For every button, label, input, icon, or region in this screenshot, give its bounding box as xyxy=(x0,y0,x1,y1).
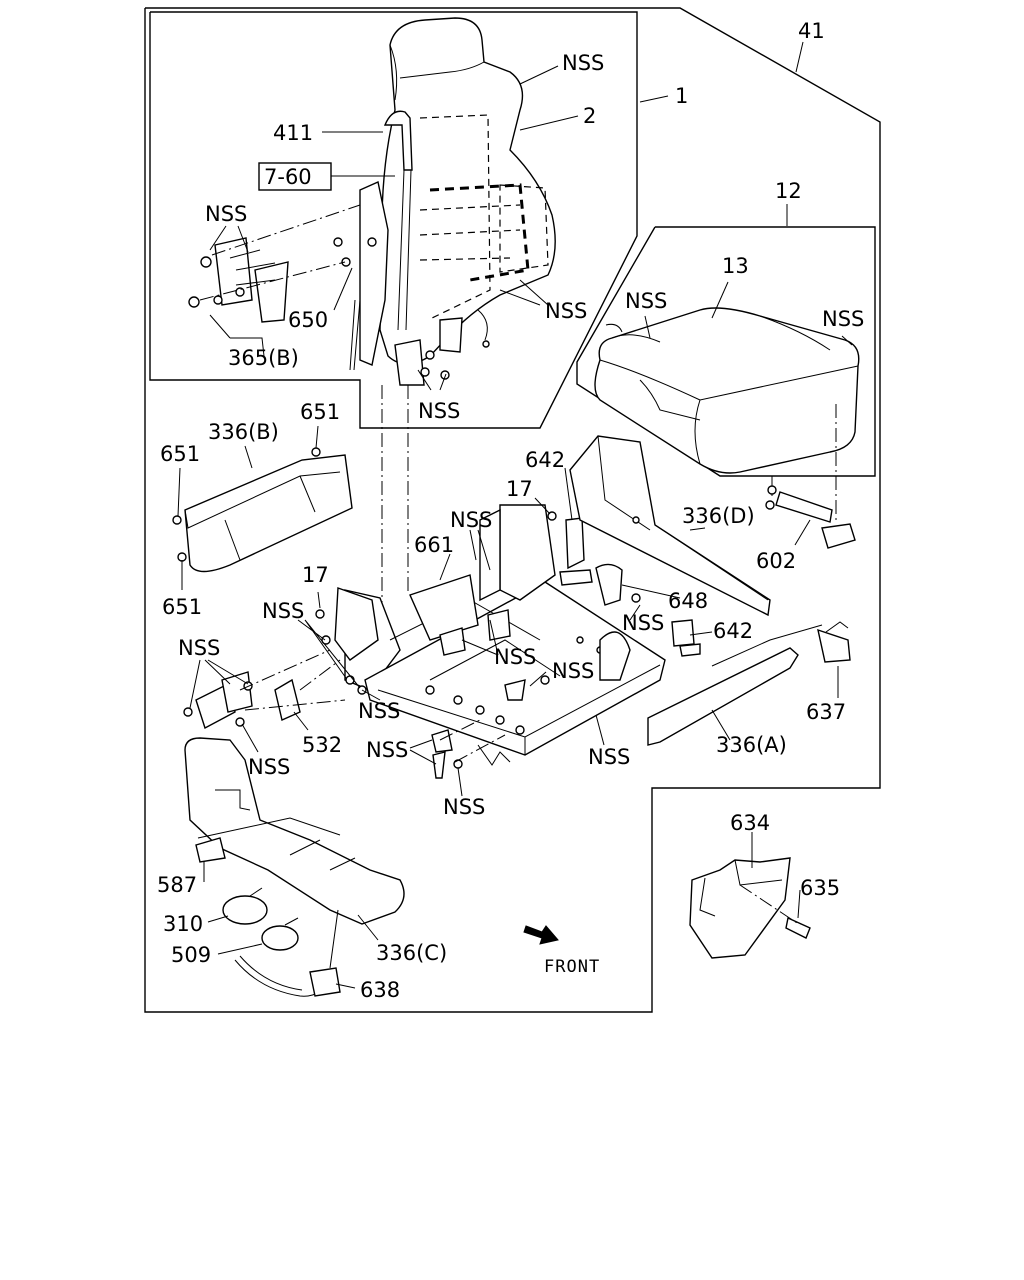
label-nss-mid1: NSS xyxy=(494,645,536,669)
label-635: 635 xyxy=(800,876,840,900)
label-41: 41 xyxy=(798,19,825,43)
label-602: 602 xyxy=(756,549,796,573)
label-365b: 365(B) xyxy=(228,346,299,370)
label-638: 638 xyxy=(360,978,400,1002)
seat-cushion xyxy=(594,307,860,520)
label-336c: 336(C) xyxy=(376,941,447,965)
label-17-b: 17 xyxy=(302,563,329,587)
side-panel-336c xyxy=(184,737,405,925)
label-661: 661 xyxy=(414,533,454,557)
label-nss-rail3: NSS xyxy=(622,611,664,635)
label-nss-rail1: NSS xyxy=(450,508,492,532)
label-336d: 336(D) xyxy=(682,504,755,528)
ref-box-7-60 xyxy=(258,162,332,191)
label-634: 634 xyxy=(730,811,770,835)
seat-cushion-frame xyxy=(576,226,876,477)
label-nss-top: NSS xyxy=(562,51,604,75)
label-651-c: 651 xyxy=(162,595,202,619)
bracket-634 xyxy=(689,857,791,959)
seat-frame xyxy=(183,504,701,779)
label-nss-mid3: NSS xyxy=(358,699,400,723)
side-panel-336d xyxy=(569,435,771,617)
label-651-a: 651 xyxy=(300,400,340,424)
label-587: 587 xyxy=(157,873,197,897)
label-17-a: 17 xyxy=(506,477,533,501)
label-411: 411 xyxy=(273,121,313,145)
seat-back xyxy=(188,17,556,620)
label-nss-rail2: NSS xyxy=(262,599,304,623)
label-13: 13 xyxy=(722,254,749,278)
label-642-a: 642 xyxy=(525,448,565,472)
buckle-602 xyxy=(765,485,856,549)
front-arrow-icon xyxy=(523,925,559,945)
label-642-b: 642 xyxy=(713,619,753,643)
label-7-60: 7-60 xyxy=(264,165,312,189)
leader-lines xyxy=(177,41,853,989)
label-651-b: 651 xyxy=(160,442,200,466)
label-front: FRONT xyxy=(544,957,600,977)
label-12: 12 xyxy=(775,179,802,203)
label-2: 2 xyxy=(583,104,596,128)
part-labels: 41 1 2 12 13 NSS 411 7-60 NSS NSS 650 36… xyxy=(157,19,864,1002)
label-nss-bottom2: NSS xyxy=(443,795,485,819)
label-nss-bottom1: NSS xyxy=(366,738,408,762)
label-336a: 336(A) xyxy=(716,733,787,757)
knob-509 xyxy=(261,917,299,951)
seat-back-frame xyxy=(149,11,638,429)
switch-587 xyxy=(195,837,226,863)
knob-310 xyxy=(222,887,268,925)
label-1: 1 xyxy=(675,84,688,108)
label-nss-left1: NSS xyxy=(178,636,220,660)
belt-637 xyxy=(817,621,851,663)
label-648: 648 xyxy=(668,589,708,613)
harness-638 xyxy=(234,909,341,997)
label-nss-cushion-right: NSS xyxy=(822,307,864,331)
side-panel-336b xyxy=(172,447,353,573)
outer-assembly-frame xyxy=(144,7,881,1013)
label-650: 650 xyxy=(288,308,328,332)
label-336b: 336(B) xyxy=(208,420,279,444)
label-637: 637 xyxy=(806,700,846,724)
side-panel-336a xyxy=(647,624,823,746)
label-nss-frame: NSS xyxy=(588,745,630,769)
bolt-635 xyxy=(739,884,811,939)
label-nss-back-left: NSS xyxy=(205,202,247,226)
label-nss-left2: NSS xyxy=(248,755,290,779)
label-532: 532 xyxy=(302,733,342,757)
label-nss-back-bottom: NSS xyxy=(418,399,460,423)
label-nss-back-right: NSS xyxy=(545,299,587,323)
label-nss-mid2: NSS xyxy=(552,659,594,683)
label-509: 509 xyxy=(171,943,211,967)
label-nss-cushion-left: NSS xyxy=(625,289,667,313)
label-310: 310 xyxy=(163,912,203,936)
